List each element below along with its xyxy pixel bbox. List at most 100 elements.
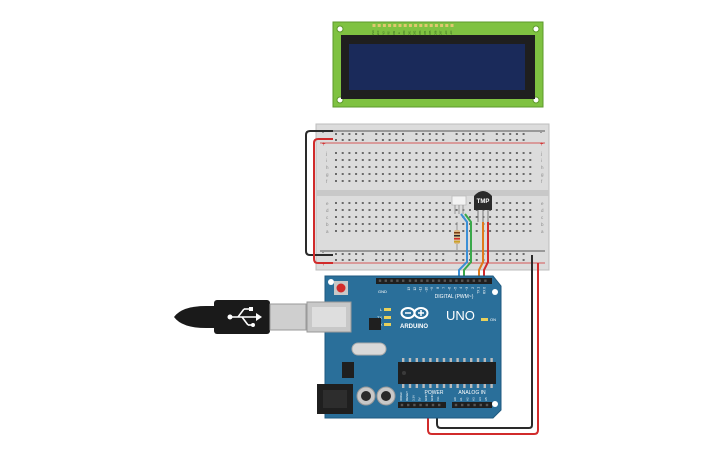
breadboard-hole[interactable] — [529, 173, 532, 175]
lcd-pin[interactable] — [419, 24, 423, 27]
breadboard-hole[interactable] — [448, 173, 451, 175]
breadboard-hole[interactable] — [502, 173, 505, 175]
breadboard-hole[interactable] — [341, 223, 344, 225]
breadboard-hole[interactable] — [522, 173, 525, 175]
breadboard-hole[interactable] — [502, 180, 505, 182]
breadboard-hole[interactable] — [462, 152, 465, 154]
reset-button[interactable] — [336, 283, 346, 293]
breadboard-hole[interactable] — [529, 216, 532, 218]
breadboard-rail-hole[interactable] — [348, 133, 351, 135]
breadboard-hole[interactable] — [495, 230, 498, 232]
breadboard-rail-hole[interactable] — [395, 133, 398, 135]
breadboard-hole[interactable] — [442, 216, 445, 218]
breadboard-hole[interactable] — [509, 202, 512, 204]
breadboard-hole[interactable] — [495, 152, 498, 154]
breadboard-hole[interactable] — [375, 173, 378, 175]
breadboard-hole[interactable] — [529, 180, 532, 182]
breadboard-rail-hole[interactable] — [455, 139, 458, 141]
breadboard-hole[interactable] — [408, 152, 411, 154]
breadboard-hole[interactable] — [495, 173, 498, 175]
breadboard-hole[interactable] — [355, 230, 358, 232]
breadboard-hole[interactable] — [361, 159, 364, 161]
digital-pin[interactable] — [484, 279, 487, 282]
breadboard-hole[interactable] — [341, 152, 344, 154]
breadboard-rail-hole[interactable] — [455, 253, 458, 255]
breadboard-hole[interactable] — [402, 180, 404, 182]
breadboard-hole[interactable] — [442, 180, 445, 182]
breadboard-hole[interactable] — [402, 152, 404, 154]
breadboard-rail-hole[interactable] — [462, 139, 465, 141]
breadboard-rail-hole[interactable] — [335, 133, 337, 135]
breadboard-hole[interactable] — [402, 202, 404, 204]
breadboard-hole[interactable] — [335, 180, 337, 182]
breadboard-hole[interactable] — [348, 216, 351, 218]
wire-right-5v[interactable] — [427, 263, 539, 435]
breadboard-rail-hole[interactable] — [515, 259, 518, 261]
breadboard-rail-hole[interactable] — [415, 253, 418, 255]
breadboard-rail-hole[interactable] — [395, 253, 398, 255]
lcd-pin[interactable] — [450, 24, 454, 27]
breadboard-hole[interactable] — [368, 173, 371, 175]
breadboard-rail-hole[interactable] — [355, 253, 358, 255]
breadboard-rail-hole[interactable] — [381, 133, 384, 135]
breadboard-rail-hole[interactable] — [442, 139, 445, 141]
breadboard-rail-hole[interactable] — [402, 133, 404, 135]
breadboard-hole[interactable] — [335, 202, 337, 204]
breadboard-hole[interactable] — [361, 166, 364, 168]
breadboard-rail-hole[interactable] — [341, 139, 344, 141]
breadboard-rail-hole[interactable] — [522, 133, 525, 135]
breadboard-hole[interactable] — [408, 166, 411, 168]
breadboard-hole[interactable] — [455, 209, 458, 211]
breadboard-rail-hole[interactable] — [475, 133, 478, 135]
breadboard-hole[interactable] — [348, 230, 351, 232]
breadboard-hole[interactable] — [522, 223, 525, 225]
breadboard-hole[interactable] — [388, 159, 391, 161]
breadboard-rail-hole[interactable] — [428, 139, 431, 141]
breadboard-hole[interactable] — [348, 166, 351, 168]
breadboard-hole[interactable] — [495, 180, 498, 182]
breadboard-hole[interactable] — [375, 180, 378, 182]
breadboard-rail-hole[interactable] — [455, 133, 458, 135]
breadboard-hole[interactable] — [455, 173, 458, 175]
breadboard-hole[interactable] — [475, 180, 478, 182]
breadboard-rail-hole[interactable] — [375, 139, 378, 141]
breadboard-hole[interactable] — [469, 216, 471, 218]
breadboard-hole[interactable] — [415, 230, 418, 232]
breadboard-rail-hole[interactable] — [462, 253, 465, 255]
breadboard-hole[interactable] — [515, 159, 518, 161]
breadboard-hole[interactable] — [455, 159, 458, 161]
breadboard-hole[interactable] — [381, 230, 384, 232]
breadboard-hole[interactable] — [435, 202, 438, 204]
power-pin[interactable] — [400, 403, 404, 407]
power-pin[interactable] — [438, 403, 441, 407]
breadboard-hole[interactable] — [361, 230, 364, 232]
breadboard-hole[interactable] — [515, 202, 518, 204]
breadboard-rail-hole[interactable] — [442, 253, 445, 255]
breadboard-hole[interactable] — [462, 223, 465, 225]
breadboard-hole[interactable] — [381, 180, 384, 182]
breadboard-hole[interactable] — [361, 180, 364, 182]
breadboard-hole[interactable] — [375, 202, 378, 204]
breadboard-hole[interactable] — [395, 223, 398, 225]
breadboard-hole[interactable] — [408, 209, 411, 211]
breadboard-rail-hole[interactable] — [435, 253, 438, 255]
breadboard-hole[interactable] — [335, 159, 337, 161]
lcd-pin[interactable] — [388, 24, 392, 27]
breadboard-rail-hole[interactable] — [502, 139, 505, 141]
breadboard-rail-hole[interactable] — [348, 253, 351, 255]
breadboard-hole[interactable] — [368, 209, 371, 211]
breadboard-hole[interactable] — [355, 166, 358, 168]
breadboard-hole[interactable] — [442, 173, 445, 175]
lcd-pin[interactable] — [382, 24, 386, 27]
breadboard-hole[interactable] — [529, 159, 532, 161]
digital-pin[interactable] — [478, 279, 481, 282]
breadboard-hole[interactable] — [509, 230, 512, 232]
breadboard-rail-hole[interactable] — [442, 259, 445, 261]
breadboard-hole[interactable] — [361, 209, 364, 211]
breadboard-hole[interactable] — [469, 180, 471, 182]
breadboard-hole[interactable] — [361, 202, 364, 204]
breadboard-hole[interactable] — [509, 159, 512, 161]
wire-green-signal[interactable] — [463, 213, 472, 282]
breadboard-hole[interactable] — [448, 230, 451, 232]
